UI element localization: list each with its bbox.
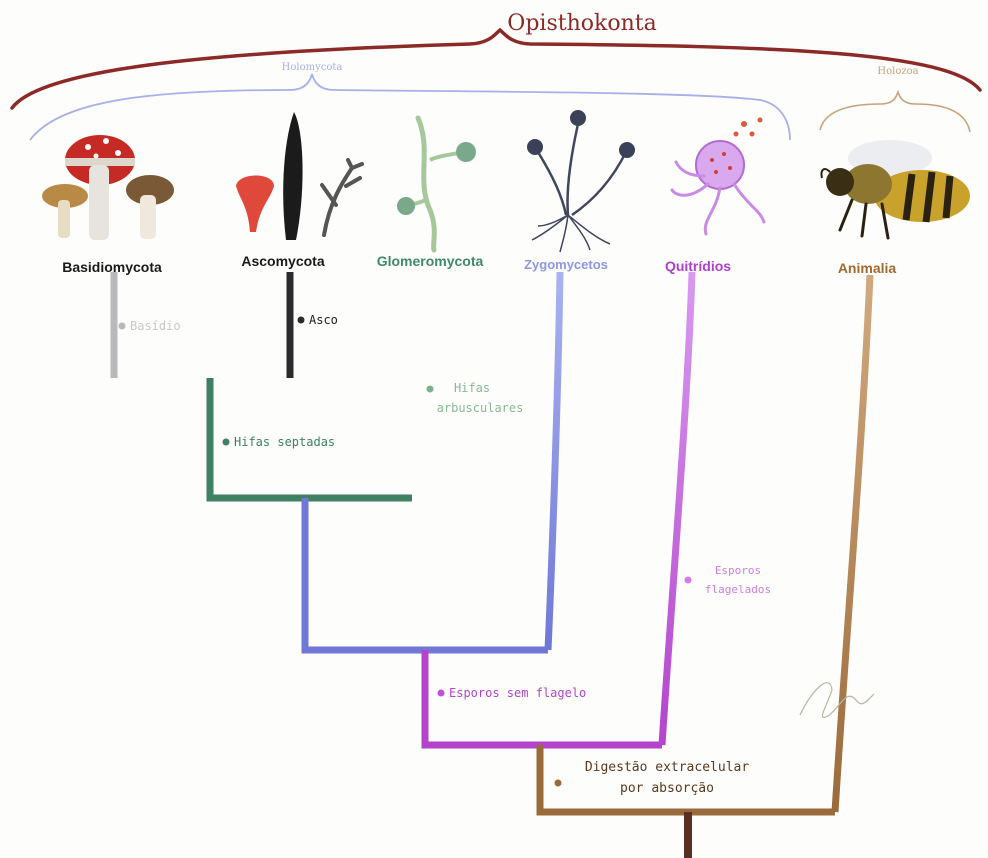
- quitridios-illustration: [672, 118, 764, 235]
- taxon-animalia: Animalia: [838, 260, 897, 276]
- branch-root-node: [540, 745, 835, 812]
- zygomycetos-illustration: [527, 110, 635, 252]
- dot-basidio: [119, 323, 126, 330]
- trait-digestao-1: Digestão extracelular: [585, 760, 750, 775]
- taxon-ascomycota: Ascomycota: [241, 253, 324, 269]
- taxon-quitridios: Quitrídios: [665, 258, 731, 274]
- dot-hifas-arbusculares: [427, 386, 434, 393]
- dot-esporos-sem-flagelo: [438, 690, 445, 697]
- trait-esporos-sem-flagelo: Esporos sem flagelo: [449, 686, 586, 700]
- trait-asco: Asco: [309, 313, 338, 327]
- trait-hifas-arbusculares-1: Hifas: [454, 381, 490, 395]
- glomeromycota-illustration: [397, 118, 476, 250]
- opisthokonta-title: Opisthokonta: [507, 11, 656, 36]
- trait-esporos-flagelados-2: flagelados: [705, 583, 771, 596]
- trait-basidio: Basídio: [130, 319, 181, 333]
- trait-esporos-flagelados-1: Esporos: [715, 564, 761, 577]
- taxon-zygomycetos: Zygomycetos: [524, 257, 608, 272]
- dot-hifas-septadas: [223, 439, 230, 446]
- holozoa-bracket: [820, 92, 970, 132]
- trait-hifas-septadas: Hifas septadas: [234, 435, 335, 449]
- taxon-basidiomycota: Basidiomycota: [62, 259, 162, 275]
- trait-digestao-2: por absorção: [620, 781, 714, 796]
- ascomycota-illustration: [236, 112, 362, 240]
- dot-asco: [298, 317, 305, 324]
- taxon-glomeromycota: Glomeromycota: [377, 253, 484, 269]
- dot-digestao: [555, 780, 562, 787]
- holomycota-label: Holomycota: [282, 62, 343, 73]
- dot-esporos-flagelados: [685, 577, 692, 584]
- bee-illustration: [821, 140, 970, 238]
- trait-hifas-arbusculares-2: arbusculares: [437, 401, 524, 415]
- holomycota-bracket: [30, 74, 790, 140]
- branch-zygomycetos: [548, 272, 560, 650]
- branch-animalia: [835, 275, 870, 812]
- mushroom-illustration: [42, 135, 174, 240]
- opisthokonta-bracket: [12, 30, 980, 108]
- signature-mark: [800, 683, 874, 718]
- branch-quitridios: [662, 272, 692, 745]
- branch-zygo-node: [305, 498, 548, 650]
- holozoa-label: Holozoa: [877, 66, 918, 77]
